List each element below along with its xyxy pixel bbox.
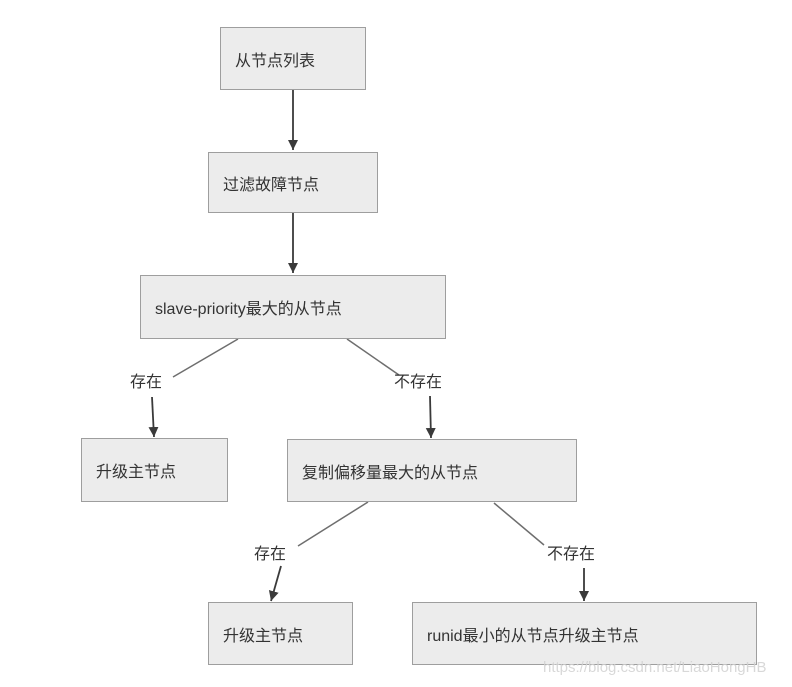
edge-offset-to-notexists2 [493,502,545,546]
edge-exists2-to-promote2 [268,565,282,602]
node-max-slave-priority: slave-priority最大的从节点 [140,275,446,339]
node-promote-master-1: 升级主节点 [81,438,228,502]
node-filter-faulty: 过滤故障节点 [208,152,378,213]
edge-priority-to-notexists1 [346,338,400,376]
watermark-url: https://blog.csdn.net/LiaoHongHB [543,659,767,676]
edge-priority-to-exists1 [172,338,239,378]
node-promote-master-2: 升级主节点 [208,602,353,665]
edge-offset-to-exists2 [297,501,369,547]
edge-label-exists-2: 存在 [254,546,287,563]
edge-exists1-to-promote1 [148,396,159,438]
edge-label-exists-1: 存在 [130,374,163,391]
node-min-runid-promote: runid最小的从节点升级主节点 [412,602,757,665]
edge-label-not-exists-2: 不存在 [547,546,596,563]
node-slave-list: 从节点列表 [220,27,366,90]
edge-notexists1-to-offset [425,395,436,439]
node-max-repl-offset: 复制偏移量最大的从节点 [287,439,577,502]
edge-label-not-exists-1: 不存在 [394,374,443,391]
